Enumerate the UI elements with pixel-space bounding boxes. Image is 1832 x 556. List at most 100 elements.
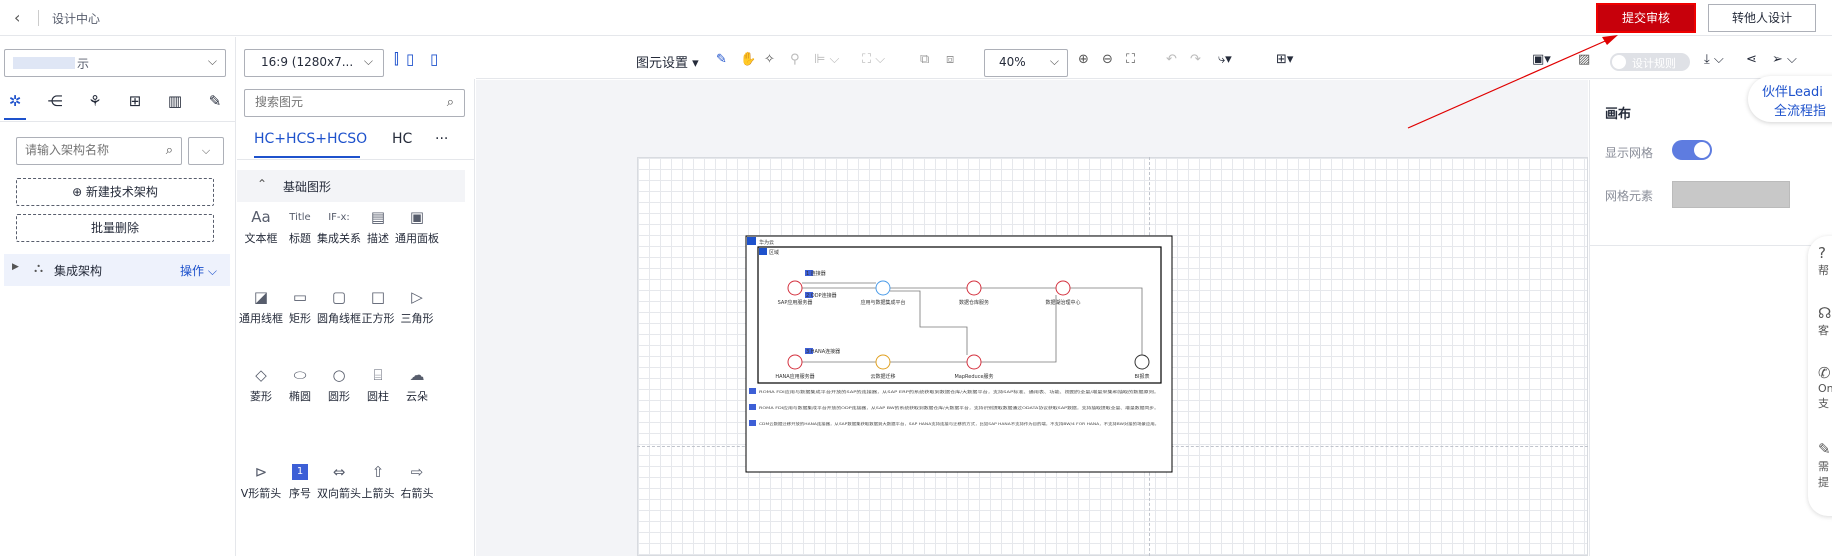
- shape-preview-icon: ⇧: [371, 463, 385, 481]
- batch-delete-button[interactable]: 批量删除: [16, 214, 214, 242]
- breadcrumb: 设计中心: [52, 12, 101, 26]
- panel-layout-icon[interactable]: ▯: [406, 50, 415, 68]
- topology-icon[interactable]: ✲: [8, 92, 22, 110]
- shape-item[interactable]: ○圆形: [316, 362, 362, 432]
- region-select[interactable]: 示 ⌵: [4, 49, 226, 77]
- flow-icon[interactable]: ⊞: [128, 92, 142, 110]
- tree-item-action[interactable]: 操作 ⌵: [180, 264, 217, 278]
- image-icon[interactable]: ▨: [1578, 52, 1591, 67]
- submit-review-button[interactable]: 提交审核: [1596, 3, 1696, 33]
- book-icon[interactable]: ▥: [167, 92, 183, 110]
- back-chevron-left-icon[interactable]: ‹: [14, 8, 21, 27]
- structure-icon[interactable]: ⋲: [47, 92, 63, 110]
- search-icon[interactable]: ⌕: [165, 143, 173, 158]
- diagram-node[interactable]: MapReduce服务: [954, 354, 994, 380]
- zoom-out-icon[interactable]: ⊖: [1102, 52, 1113, 67]
- zoom-select[interactable]: 40% ⌵: [984, 49, 1068, 77]
- frame-icon[interactable]: ⛶ ⌵: [862, 52, 886, 67]
- shape-item[interactable]: ▷三角形: [394, 284, 440, 354]
- section-basic-shapes[interactable]: ⌃ 基础图形: [237, 170, 465, 202]
- org-chart-icon: ⛬: [34, 261, 44, 276]
- shape-search-box[interactable]: ⌕: [244, 89, 465, 117]
- hand-icon[interactable]: ✋: [740, 52, 757, 67]
- shape-item[interactable]: ▣通用面板: [394, 204, 440, 274]
- architecture-diagram[interactable]: 华为云 区域 1 连接器2 ODP连接器3 HANA连接器 SAP应用服务器应用…: [745, 235, 1173, 473]
- shape-item[interactable]: ▢圆角线框: [316, 284, 362, 354]
- fit-screen-icon[interactable]: ⛶: [1126, 52, 1136, 67]
- layer-up-icon[interactable]: ⧉: [920, 52, 930, 67]
- design-rule-toggle[interactable]: 设计规则: [1610, 53, 1690, 71]
- diagram-node[interactable]: HANA应用服务器: [775, 354, 815, 380]
- shape-label: 圆形: [328, 390, 350, 403]
- shape-label: 矩形: [289, 312, 311, 325]
- shape-item[interactable]: ⇧上箭头: [355, 459, 401, 529]
- canvas-ratio-select[interactable]: 16:9 (1280x7... ⌵: [244, 49, 384, 77]
- shape-item[interactable]: ☁云朵: [394, 362, 440, 432]
- redo-icon[interactable]: ↷: [1190, 52, 1201, 67]
- chevron-up-icon[interactable]: ⌃: [257, 177, 268, 191]
- shape-item[interactable]: ⬭椭圆: [277, 362, 323, 432]
- shape-search-input[interactable]: [255, 95, 435, 109]
- diagram-node[interactable]: 云数据迁移: [870, 354, 896, 380]
- properties-panel: [1589, 80, 1832, 556]
- connector-icon[interactable]: ⤷▾: [1218, 52, 1232, 67]
- more-tabs-icon[interactable]: ···: [435, 131, 449, 147]
- shape-preview-icon: ⬭: [293, 366, 307, 384]
- layout-toggle-icon[interactable]: ▯: [430, 50, 439, 68]
- help-item[interactable]: ?帮: [1818, 244, 1829, 277]
- brush-icon[interactable]: ✎: [716, 52, 727, 67]
- download-icon[interactable]: ⤓ ⌵: [1704, 52, 1724, 67]
- shape-item[interactable]: □正方形: [355, 284, 401, 354]
- shape-item[interactable]: ⌸圆柱: [355, 362, 401, 432]
- diagram-node[interactable]: 应用与数据集成平台: [860, 280, 906, 306]
- send-icon[interactable]: ➢ ⌵: [1772, 52, 1797, 67]
- transfer-design-button[interactable]: 转他人设计: [1708, 4, 1816, 32]
- tab-hc-hcs-hcso[interactable]: HC+HCS+HCSO: [254, 131, 368, 147]
- tab-hc[interactable]: HC: [392, 131, 413, 147]
- format-paint-icon[interactable]: ⚲: [790, 52, 800, 67]
- show-grid-toggle[interactable]: [1672, 140, 1712, 160]
- tree-item-integration[interactable]: ▶ ⛬ 集成架构 操作 ⌵: [4, 254, 230, 286]
- layer-down-icon[interactable]: ⧈: [946, 52, 955, 67]
- shape-item[interactable]: ⊳V形箭头: [238, 459, 284, 529]
- arch-search-box[interactable]: ⌕: [16, 137, 182, 165]
- diagram-node[interactable]: 数据湖治理中心: [1045, 280, 1081, 306]
- search-icon[interactable]: ⌕: [446, 95, 454, 110]
- align-icon[interactable]: ⊫ ⌵: [814, 52, 840, 67]
- caret-right-icon[interactable]: ▶: [12, 262, 19, 272]
- shape-item[interactable]: ⇔双向箭头: [316, 459, 362, 529]
- divider: [237, 159, 475, 160]
- diagram-node[interactable]: 数据仓库服务: [959, 280, 989, 306]
- save-icon[interactable]: ▣▾: [1532, 52, 1551, 67]
- new-arch-button[interactable]: ⊕ 新建技术架构: [16, 178, 214, 206]
- partner-guide-widget[interactable]: 伙伴Leadi 全流程指: [1748, 76, 1832, 122]
- shape-item[interactable]: ▭矩形: [277, 284, 323, 354]
- redacted-text: [13, 57, 75, 69]
- zoom-in-icon[interactable]: ⊕: [1078, 52, 1089, 67]
- shape-item[interactable]: ▤描述: [355, 204, 401, 274]
- edit-icon[interactable]: ✎: [208, 92, 222, 110]
- service-item[interactable]: ☊客: [1818, 304, 1832, 337]
- shape-item[interactable]: ⇨右箭头: [394, 459, 440, 529]
- deploy-icon[interactable]: ⚘: [88, 92, 102, 110]
- shape-item[interactable]: ◪通用线框: [238, 284, 284, 354]
- shape-item[interactable]: IF-x:集成关系: [316, 204, 362, 274]
- feedback-item[interactable]: ✎需提: [1818, 440, 1831, 489]
- grid-color-picker[interactable]: [1672, 181, 1790, 208]
- split-layout-icon[interactable]: ⫿: [394, 50, 399, 68]
- diagram-node[interactable]: SAP应用服务器: [778, 280, 813, 306]
- shape-item[interactable]: ◇菱形: [238, 362, 284, 432]
- element-settings-menu[interactable]: 图元设置 ▾: [636, 56, 699, 71]
- share-icon[interactable]: ⋖: [1746, 52, 1757, 67]
- filter-dropdown-button[interactable]: ⌵: [188, 137, 224, 165]
- table-icon[interactable]: ⊞▾: [1276, 52, 1294, 67]
- properties-title: 画布: [1605, 107, 1632, 122]
- arch-search-input[interactable]: [25, 143, 155, 157]
- diagram-node[interactable]: BI报表: [1134, 354, 1150, 380]
- undo-icon[interactable]: ↶: [1166, 52, 1177, 67]
- magic-icon[interactable]: ✧: [764, 52, 775, 67]
